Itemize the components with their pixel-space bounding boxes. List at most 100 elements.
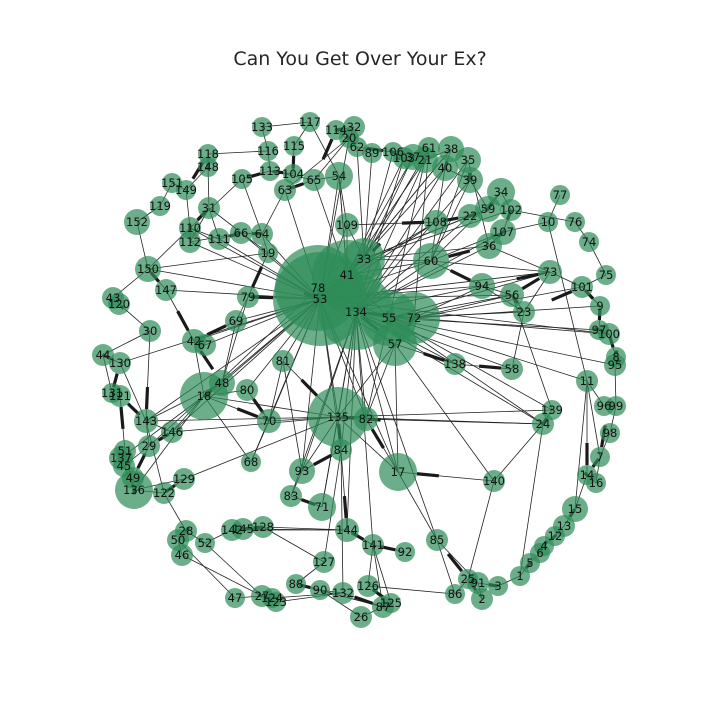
arrow-140-17 [416,472,439,478]
node-label-129: 129 [173,472,195,486]
node-label-82: 82 [359,412,374,426]
node-133 [252,117,272,137]
node-107 [490,219,516,245]
node-10 [538,212,558,232]
node-label-3: 3 [494,579,501,593]
node-94 [469,273,495,299]
node-label-109: 109 [336,218,358,232]
node-label-150: 150 [137,262,159,276]
node-76 [565,212,585,232]
node-67 [194,334,216,356]
node-label-125: 125 [380,596,402,610]
node-39 [457,167,483,193]
node-label-137: 137 [110,451,132,465]
edge-60-73 [430,260,551,273]
arrow-85-25 [446,552,464,573]
node-label-121: 121 [109,389,131,403]
node-139 [542,400,562,420]
node-label-105: 105 [231,172,253,186]
node-111 [208,228,230,250]
node-label-99: 99 [609,399,624,413]
edge-1-24 [519,423,544,577]
node-77 [550,185,570,205]
node-label-108: 108 [425,215,447,229]
node-136 [115,471,153,509]
node-label-45: 45 [117,459,132,473]
node-23 [513,301,535,323]
node-label-33: 33 [357,252,372,266]
node-130 [109,352,131,374]
node-81 [272,350,294,372]
node-105 [232,169,252,189]
edge-135-143 [145,416,339,422]
node-label-85: 85 [430,533,445,547]
node-label-10: 10 [541,215,556,229]
node-label-65: 65 [307,173,322,187]
node-label-57: 57 [388,337,403,351]
node-108 [424,210,448,234]
node-102 [500,199,522,221]
node-79 [237,286,259,308]
node-label-56: 56 [505,288,520,302]
edge-134-85 [355,311,438,541]
edge-11-7 [586,380,601,458]
node-label-102: 102 [500,203,522,217]
arrow-18-70 [236,407,259,419]
arrow-81-135 [300,378,319,397]
arrow-132-87 [354,595,374,605]
node-label-8: 8 [612,350,619,364]
node-58 [501,358,523,380]
node-29 [138,435,160,457]
node-label-96: 96 [597,399,612,413]
arrow-42-69 [206,324,227,337]
node-98 [600,423,620,443]
node-label-17: 17 [391,465,406,479]
node-26 [350,606,372,628]
node-label-92: 92 [398,545,413,559]
node-147 [155,279,177,301]
node-label-37: 37 [406,150,421,164]
edge-122-143 [145,420,165,494]
node-label-59: 59 [481,202,496,216]
node-label-117: 117 [299,115,321,129]
node-104 [283,164,303,184]
node-62 [347,137,367,157]
node-90 [310,580,330,600]
node-label-75: 75 [599,268,614,282]
node-label-70: 70 [262,414,277,428]
node-143 [134,409,158,433]
node-label-107: 107 [492,225,514,239]
node-label-152: 152 [126,215,148,229]
edge-128-127 [262,526,325,563]
arrow-84-144 [342,495,348,519]
arrow-23-101 [551,289,573,302]
arrow-36-60 [448,249,471,259]
node-label-124: 124 [261,591,283,605]
node-label-83: 83 [284,489,299,503]
arrow-138-58 [478,364,502,370]
node-label-130: 130 [109,356,131,370]
node-label-131: 131 [101,386,123,400]
node-label-49: 49 [126,471,141,485]
node-60 [413,243,449,279]
edge-19-150 [147,252,269,270]
node-109 [335,213,359,237]
node-146 [161,421,183,443]
node-label-53: 53 [313,292,328,306]
node-label-43: 43 [106,291,121,305]
node-label-38: 38 [444,142,459,156]
node-label-135: 135 [327,410,349,424]
arrow-73-56 [521,277,541,291]
node-86 [445,584,465,604]
node-label-6: 6 [536,546,543,560]
node-label-60: 60 [424,254,439,268]
node-88 [286,574,306,594]
node-69 [225,310,247,332]
node-138 [444,353,466,375]
node-112 [179,231,201,253]
node-32 [343,116,365,138]
node-label-132: 132 [332,586,354,600]
arrow-51-121 [119,406,125,430]
node-31 [198,197,220,219]
node-125 [381,593,401,613]
